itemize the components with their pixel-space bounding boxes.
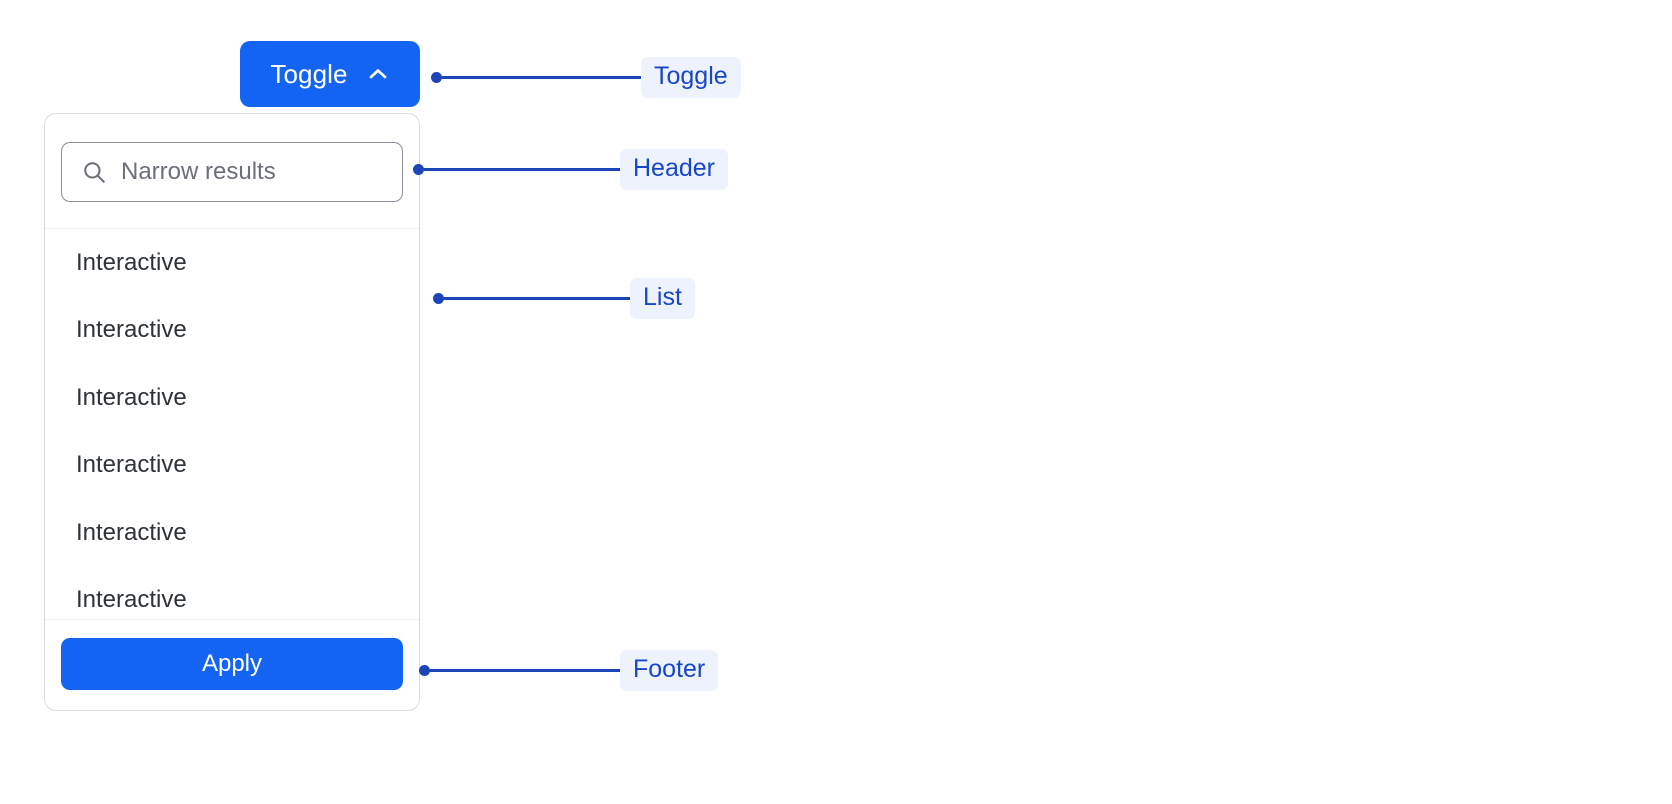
search-input-placeholder: Narrow results [121,158,276,185]
annotation-dot [419,664,430,676]
dropdown-header: Narrow results [45,114,419,229]
annotation-leader-line [444,296,630,300]
annotation-label: List [630,277,695,319]
annotation-label: Footer [620,649,719,691]
search-input[interactable]: Narrow results [61,142,403,202]
annotation-leader-line [442,75,641,79]
list-item[interactable]: Interactive [76,518,187,546]
apply-button[interactable]: Apply [61,638,403,690]
list-item[interactable]: Interactive [76,383,187,411]
annotation-dot [413,163,424,175]
annotation-dot [431,71,442,83]
search-icon [81,159,107,185]
toggle-button[interactable]: Toggle [240,41,420,107]
toggle-button-label: Toggle [270,58,348,89]
list-item[interactable]: Interactive [76,586,187,614]
dropdown-list: Interactive Interactive Interactive Inte… [45,229,419,619]
list-item[interactable]: Interactive [76,248,187,276]
annotation-dot [433,292,444,304]
list-item[interactable]: Interactive [76,316,187,344]
list-item[interactable]: Interactive [76,451,187,479]
annotation-label: Header [620,148,728,190]
dropdown-panel: Narrow results Interactive Interactive I… [44,113,420,711]
dropdown-footer: Apply [45,619,419,710]
annotation-label: Toggle [641,56,741,98]
chevron-up-icon [366,62,390,86]
annotation-leader-line [430,668,620,672]
annotation-leader-line [424,167,620,171]
